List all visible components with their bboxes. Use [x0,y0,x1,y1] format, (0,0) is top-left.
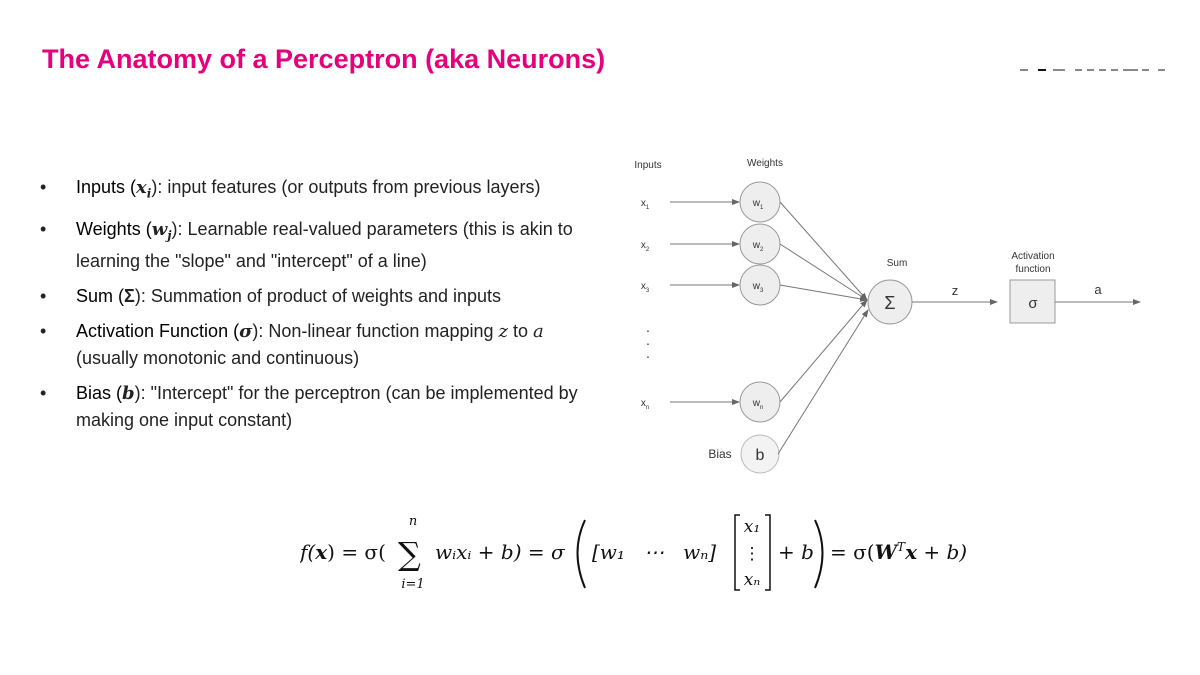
z-label: z [952,283,959,298]
formula-col-mid: ⋮ [744,544,761,564]
svg-text:= σ(WTx + b): = σ(WTx + b) [830,540,967,564]
formula-eq1: ) = σ( [327,540,386,564]
bullet-segment: a [533,321,544,343]
sum-symbol: Σ [884,293,895,313]
weight-label: w3 [752,281,764,294]
formula-sum-upper: n [409,514,417,529]
formula-sum-lower: i=1 [401,577,424,592]
bullet-segment: ): "Intercept" for the perceptron (can b… [76,383,578,431]
bullet-segment: b [122,383,135,405]
bullet-icon: • [40,286,47,307]
bullet-list: • Inputs (xi): input features (or outputs… [40,174,600,442]
input-label: xn [641,398,649,411]
bullet-item: • Bias (b): "Intercept" for the perceptro… [40,380,600,433]
bullet-icon: • [40,177,47,197]
bullet-segment: ): Learnable real-valued parameters (thi… [76,218,573,272]
formula-eq2: = σ( [830,540,875,564]
bullet-segment: Inputs ( [76,177,137,197]
weight-edge [779,299,868,403]
input-label: x2 [641,240,650,253]
formula-col-top: x₁ [744,517,760,537]
bullet-item: • Sum (Σ): Summation of product of weight… [40,283,600,309]
weight-edge [779,243,868,301]
bullet-segment: z [498,321,508,343]
bullet-segment: j [167,228,172,243]
logo-fragment [1020,69,1165,72]
sum-label: Sum [887,258,908,269]
bullet-segment: w [151,218,168,240]
formula-lhs: f( [300,540,316,564]
activation-label: Activation [1011,251,1054,262]
bullet-icon: • [40,383,47,404]
perceptron-formula: f(x) = σ( ∑ n i=1 wᵢxᵢ + b) = σ [w₁ ⋯ wₙ… [300,514,967,592]
bullet-segment: Σ [124,286,135,307]
ellipsis-dot: · [646,348,651,364]
formula-W: W [875,540,900,564]
bullet-segment: Sum ( [76,286,125,307]
weight-edge [779,284,868,302]
bullet-segment: Weights ( [76,218,152,239]
bias-symbol: b [756,447,765,464]
weight-node [739,381,781,423]
slide-title: The Anatomy of a Perceptron (aka Neurons… [42,44,606,74]
formula-x: x [314,540,328,564]
inputs-label: Inputs [634,160,661,171]
weight-node [739,181,781,223]
formula-col-bot: xₙ [744,570,761,590]
formula-T: T [897,540,906,554]
svg-text:f(x) = σ(: f(x) = σ( [300,540,386,564]
input-label: x3 [641,281,650,294]
formula-plus-b: + b [778,540,814,564]
ellipsis-dot: · [646,322,651,338]
bullet-segment: Bias ( [76,383,123,404]
formula-x2: x [904,540,918,564]
bullet-icon: • [40,218,47,239]
bullet-icon: • [40,321,47,342]
bullet-item: • Weights (wj): Learnable real-valued par… [40,216,600,275]
weight-label: w1 [752,198,764,211]
output-label: a [1094,282,1102,297]
bias-label: Bias [708,447,731,461]
formula-tail: + b) [917,540,967,564]
bullet-segment: σ [239,321,253,343]
activation-label: function [1015,264,1050,275]
bullet-segment: Activation Function ( [76,321,240,342]
weight-node [739,264,781,306]
bullet-segment: i [146,186,152,201]
formula-row-vector: [w₁ ⋯ wₙ] [592,540,716,564]
weight-label: w2 [752,240,764,253]
activation-node [1009,279,1056,324]
bullet-segment: (usually monotonic and continuous) [76,348,360,369]
bullet-segment: to [507,321,533,342]
bullet-item: • Activation Function (σ): Non-linear fun… [40,318,600,371]
ellipsis-dot: · [646,335,651,351]
weights-label: Weights [747,158,783,169]
bullet-segment: ): Non-linear function mapping [252,321,499,342]
bullet-segment: x [136,177,147,198]
weight-edge [779,201,868,301]
bias-node [740,434,780,474]
weight-node [739,223,781,265]
weight-label: wn [752,398,764,411]
bullet-segment: ): input features (or outputs from previ… [151,177,541,197]
activation-symbol: σ [1028,295,1038,312]
formula-term: wᵢxᵢ + b) = σ [435,540,566,564]
formula-sum-sign: ∑ [398,535,421,573]
bias-edge [777,309,869,455]
input-label: x1 [641,198,650,211]
bullet-item: • Inputs (xi): input features (or outputs… [40,174,600,207]
bullet-segment: ): Summation of product of weights and i… [134,286,502,307]
